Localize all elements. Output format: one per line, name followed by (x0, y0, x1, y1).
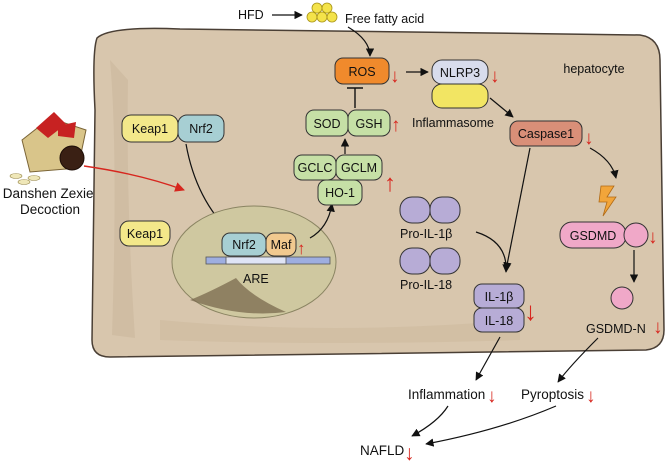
herb-label-line2: Decoction (20, 202, 80, 217)
nrf2-top-box (177, 114, 225, 143)
gsdmd-label: GSDMD (570, 229, 617, 243)
ros-box (334, 57, 390, 85)
cell-shading (160, 320, 520, 343)
ros-label: ROS (348, 65, 375, 79)
ffa-label: Free fatty acid (345, 12, 424, 26)
pro-il18-label: Pro-IL-18 (400, 278, 452, 292)
inflammation-to-nafld-arrow (411, 405, 449, 437)
gsh-up-arrow: ↑ (391, 115, 401, 136)
gsh-label: GSH (355, 117, 382, 131)
inflammasome-box (431, 83, 489, 109)
herb-label: Danshen Zexie Decoction (3, 186, 98, 217)
caspase1-down-arrow: ↓ (584, 128, 594, 149)
pro-il1b-left (399, 196, 431, 224)
maf-label: Maf (271, 238, 292, 252)
ho1-label: HO-1 (325, 186, 355, 200)
il18-box (473, 307, 525, 333)
nucleus-shade (190, 278, 286, 314)
pro-il1b-right (429, 196, 461, 224)
inflammation-label: Inflammation (408, 387, 485, 402)
hfd-label: HFD (238, 8, 264, 22)
gsh-box (347, 109, 391, 137)
sod-label: SOD (313, 117, 340, 131)
caspase-to-gsdmd-arrow (589, 147, 619, 179)
il-down-arrow: ↓ (524, 296, 537, 326)
cleavage-bolt-icon (598, 185, 617, 217)
keap1-low-box (119, 220, 171, 247)
are-label: ARE (243, 272, 269, 286)
ros-down-arrow: ↓ (390, 66, 400, 87)
gclm-box (335, 154, 383, 181)
pyroptosis-label: Pyroptosis (521, 387, 584, 402)
nlrp3-down-arrow: ↓ (490, 66, 500, 87)
keap1-low-label: Keap1 (127, 227, 163, 241)
gsdmdn-to-pyroptosis-arrow (557, 337, 599, 383)
maf-up-arrow: ↑ (297, 239, 306, 258)
il18-label: IL-18 (485, 314, 514, 328)
inflammation-down-arrow: ↓ (487, 386, 497, 407)
gsdmdn-label: GSDMD-N (586, 322, 646, 336)
il1b-label: IL-1β (485, 290, 514, 304)
herb-to-cell-arrow (83, 165, 185, 192)
pro-il18-right (429, 247, 461, 275)
herb-bag-icon (9, 112, 87, 185)
pro-il1b-label: Pro-IL-1β (400, 227, 452, 241)
inflammasome-label: Inflammasome (412, 116, 494, 130)
herb-label-line1: Danshen Zexie (3, 186, 94, 201)
nrf2-nuc-label: Nrf2 (232, 238, 256, 252)
caspase1-label: Caspase1 (518, 127, 574, 141)
ffa-to-ros-arrow (347, 26, 375, 57)
ho1-box (317, 179, 363, 206)
caspase1-box (509, 120, 583, 147)
gsdmd-domain (623, 222, 649, 248)
gsdmd-n-domain (610, 286, 634, 310)
pyroptosis-to-nafld-arrow (425, 405, 557, 447)
nafld-down-arrow: ↓ (404, 442, 415, 464)
are-dna-highlight (225, 256, 287, 265)
nafld-label: NAFLD (360, 443, 405, 458)
gclc-label: GCLC (298, 161, 333, 175)
caspase-to-il-arrow (503, 147, 531, 271)
pyroptosis-down-arrow: ↓ (586, 386, 596, 407)
keap1-top-label: Keap1 (132, 122, 168, 136)
ho1-up-arrow: ↑ (384, 170, 396, 197)
fatty-acid-icon (306, 2, 338, 23)
gsdmdn-down-arrow: ↓ (653, 317, 663, 338)
gsdmd-down-arrow: ↓ (648, 227, 658, 248)
gclm-label: GCLM (341, 161, 377, 175)
cell-shading (110, 60, 135, 338)
maf-box (265, 232, 297, 257)
hepatocyte-label: hepatocyte (563, 62, 624, 76)
antioxidant-inhibit (347, 87, 363, 108)
nlrp3-label: NLRP3 (440, 66, 480, 80)
inflammasome-to-caspase-arrow (489, 97, 514, 118)
il-to-inflammation-arrow (475, 336, 501, 381)
pro-il18-left (399, 247, 431, 275)
nrf2-top-label: Nrf2 (189, 122, 213, 136)
are-to-ho1-arrow (309, 203, 335, 239)
pro-to-mature-arrow (475, 231, 511, 273)
